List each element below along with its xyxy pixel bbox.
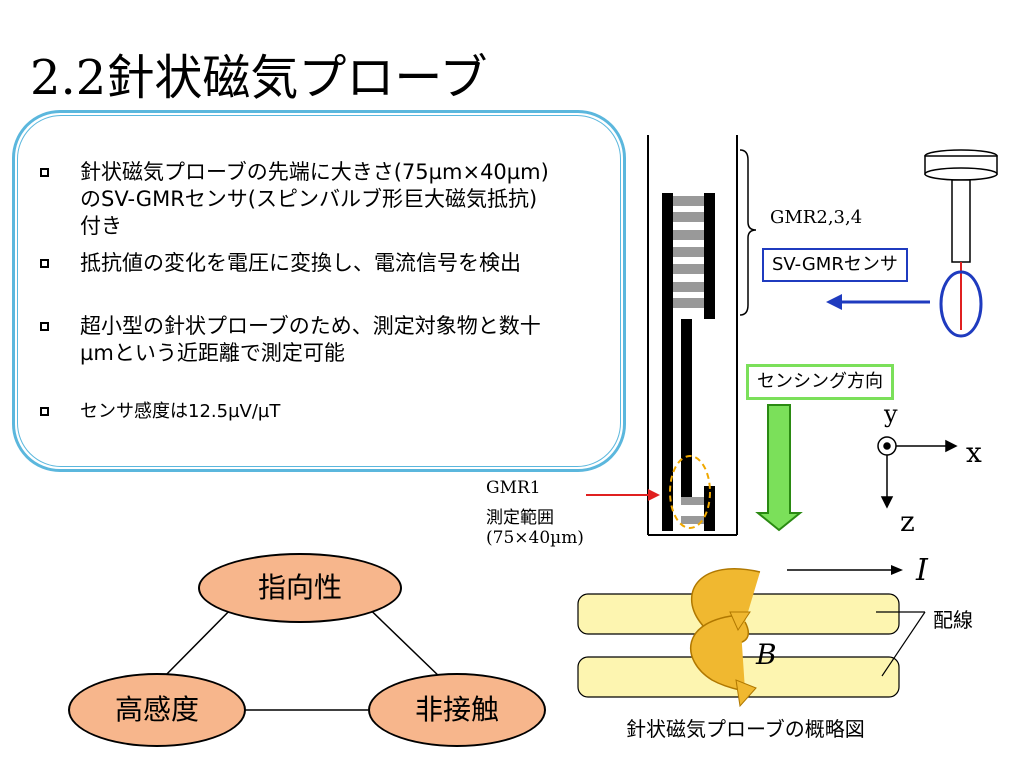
node-noncontact: 非接触 <box>368 673 546 747</box>
gmr234-bracket <box>739 149 757 316</box>
gmr1-label: GMR1 <box>486 478 541 498</box>
bullet-2-text: 抵抗値の変化を電圧に変換し、電流信号を検出 <box>80 251 521 275</box>
wires <box>577 593 926 698</box>
sensor-tip <box>939 270 983 338</box>
axis-x-label: x <box>966 436 982 469</box>
axis-z-label: z <box>900 505 915 538</box>
bullet-3-text: 超小型の針状プローブのため、測定対象物と数十 µmという近距離で測定可能 <box>80 314 541 365</box>
axes-icon <box>877 436 958 509</box>
probe-pattern <box>662 193 715 531</box>
current-label: I <box>916 553 928 588</box>
probe-body <box>647 135 738 536</box>
gmr1-range-label: 測定範囲 <box>486 508 554 528</box>
bullet-box-inner <box>17 115 621 467</box>
svgmr-label: SV-GMRセンサ <box>762 248 908 282</box>
bullet-marker <box>40 168 49 177</box>
field-label: B <box>756 638 777 671</box>
bullet-marker <box>40 259 49 268</box>
wiring-label: 配線 <box>933 608 973 632</box>
slide-title: 2.2針状磁気プローブ <box>30 50 488 106</box>
node-sensitivity: 高感度 <box>68 673 246 747</box>
gmr1-highlight <box>669 455 711 529</box>
bullet-marker <box>40 407 49 416</box>
sensing-label: センシング方向 <box>746 364 894 400</box>
gmr1-size-label: (75×40µm) <box>486 528 584 548</box>
figure-caption: 針状磁気プローブの概略図 <box>626 717 865 741</box>
axis-y-label: y <box>884 400 898 428</box>
sensing-arrow <box>755 404 803 532</box>
bullet-4-text: センサ感度は12.5µV/µT <box>80 401 281 422</box>
probe-holder-icon <box>924 149 998 263</box>
node-directivity: 指向性 <box>198 553 402 623</box>
bullet-box <box>12 110 626 472</box>
bullet-1-text: 針状磁気プローブの先端に大きさ(75µm×40µm) のSV-GMRセンサ(スピ… <box>80 160 549 238</box>
field-spiral <box>689 568 761 693</box>
bullet-marker <box>40 322 49 331</box>
gmr234-label: GMR2,3,4 <box>770 207 863 228</box>
